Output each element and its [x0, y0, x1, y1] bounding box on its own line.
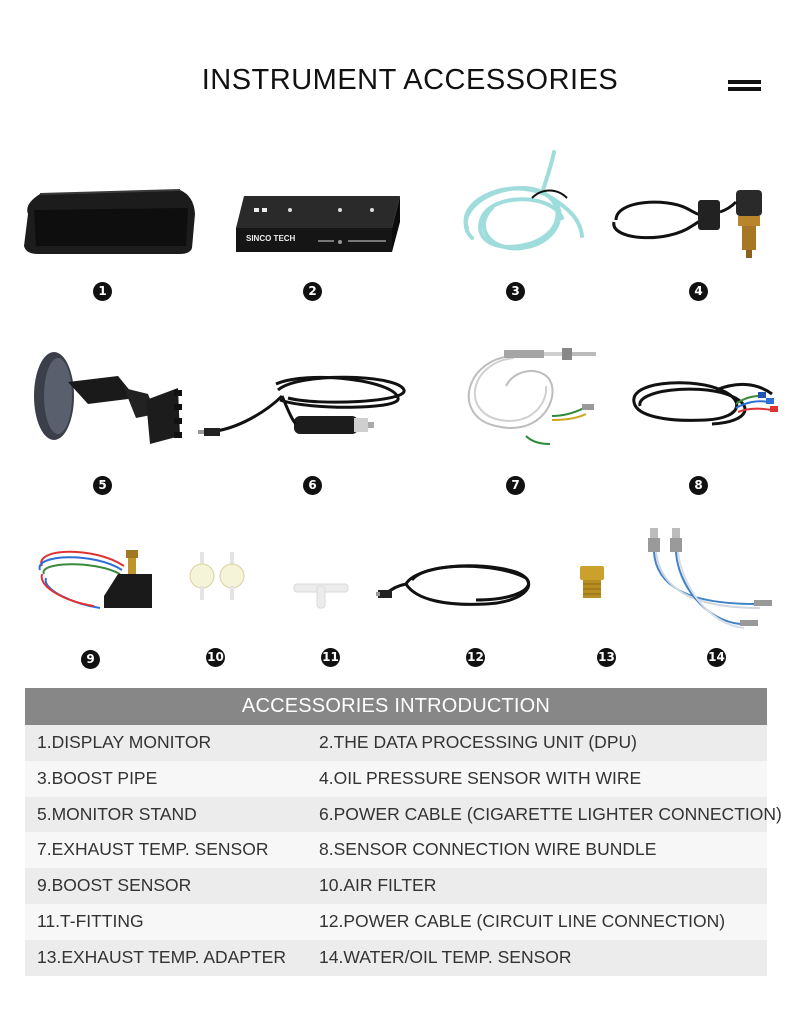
- item-number-badge: 9: [81, 650, 100, 669]
- item-water-oil-temp-sensor: [644, 524, 784, 632]
- item-number-badge: 11: [321, 648, 340, 667]
- item-number-badge: 5: [93, 476, 112, 495]
- boost-sensor-icon: [38, 550, 152, 609]
- monitor-stand-icon: [34, 352, 182, 444]
- item-air-filter: [184, 548, 254, 608]
- table-row: 7.EXHAUST TEMP. SENSOR 8.SENSOR CONNECTI…: [25, 832, 767, 869]
- display-monitor-icon: [24, 189, 195, 254]
- table-cell: 8.SENSOR CONNECTION WIRE BUNDLE: [319, 839, 657, 860]
- boost-pipe-icon: [463, 150, 584, 251]
- table-cell: 2.THE DATA PROCESSING UNIT (DPU): [319, 732, 637, 752]
- item-dpu: SINCO TECH: [232, 188, 404, 258]
- power-cable-cigarette-icon: [198, 375, 406, 436]
- item-number-badge: 6: [303, 476, 322, 495]
- table-cell: 1.DISPLAY MONITOR: [37, 732, 212, 752]
- hamburger-menu-icon[interactable]: [728, 80, 761, 94]
- t-fitting-icon: [293, 583, 349, 609]
- page-title: INSTRUMENT ACCESSORIES: [201, 64, 619, 96]
- item-oil-pressure-sensor: [606, 180, 786, 260]
- table-cell: 7.EXHAUST TEMP. SENSOR: [37, 839, 269, 860]
- table-cell: 11.T-FITTING: [37, 910, 144, 931]
- air-filter-icon: [189, 552, 245, 600]
- table-row: 9.BOOST SENSOR 10.AIR FILTER: [25, 868, 767, 904]
- table-cell: 9.BOOST SENSOR: [37, 875, 192, 896]
- table-row: 13.EXHAUST TEMP. ADAPTER 14.WATER/OIL TE…: [25, 939, 767, 976]
- item-number-badge: 7: [506, 476, 525, 495]
- table-cell: 10.AIR FILTER: [319, 875, 437, 896]
- table-cell: 4.OIL PRESSURE SENSOR WITH WIRE: [319, 767, 642, 788]
- water-oil-temp-sensor-icon: [648, 528, 772, 629]
- item-number-badge: 12: [466, 648, 485, 667]
- item-number-badge: 3: [506, 282, 525, 301]
- item-wire-bundle: [626, 372, 778, 432]
- item-number-badge: 13: [597, 648, 616, 667]
- item-exhaust-temp-adapter: [578, 564, 606, 602]
- item-boost-pipe: [452, 148, 592, 266]
- table-row: 1.DISPLAY MONITOR 2.THE DATA PROCESSING …: [25, 725, 767, 761]
- accessories-introduction-table: ACCESSORIES INTRODUCTION 1.DISPLAY MONIT…: [25, 688, 782, 976]
- exhaust-temp-sensor-icon: [467, 348, 596, 445]
- oil-pressure-sensor-icon: [612, 190, 762, 258]
- table-cell: 6.POWER CABLE (CIGARETTE LIGHTER CONNECT…: [319, 803, 782, 824]
- item-t-fitting: [292, 572, 352, 612]
- exhaust-temp-adapter-icon: [580, 566, 604, 598]
- item-number-badge: 1: [93, 282, 112, 301]
- item-number-badge: 8: [689, 476, 708, 495]
- item-boost-sensor: [34, 546, 166, 612]
- data-processing-unit-icon: [236, 196, 400, 252]
- item-number-badge: 14: [707, 648, 726, 667]
- intro-table-header: ACCESSORIES INTRODUCTION: [25, 688, 767, 725]
- item-power-cable-cigarette: [198, 370, 408, 450]
- item-number-badge: 10: [206, 648, 225, 667]
- item-exhaust-temp-sensor: [456, 346, 596, 456]
- table-cell: 14.WATER/OIL TEMP. SENSOR: [319, 946, 572, 967]
- table-cell: 5.MONITOR STAND: [37, 803, 197, 824]
- power-cable-circuit-icon: [376, 564, 531, 606]
- item-number-badge: 2: [303, 282, 322, 301]
- item-monitor-stand: [28, 348, 188, 458]
- table-row: 3.BOOST PIPE 4.OIL PRESSURE SENSOR WITH …: [25, 760, 767, 797]
- item-display-monitor: [20, 180, 200, 260]
- table-row: 11.T-FITTING 12.POWER CABLE (CIRCUIT LIN…: [25, 903, 767, 940]
- dpu-brand-label: SINCO TECH: [246, 234, 296, 243]
- item-number-badge: 4: [689, 282, 708, 301]
- table-cell: 12.POWER CABLE (CIRCUIT LINE CONNECTION): [319, 910, 726, 931]
- table-cell: 13.EXHAUST TEMP. ADAPTER: [37, 946, 286, 967]
- item-power-cable-circuit: [376, 556, 542, 610]
- table-row: 5.MONITOR STAND 6.POWER CABLE (CIGARETTE…: [25, 796, 782, 833]
- table-cell: 3.BOOST PIPE: [37, 767, 158, 788]
- wire-bundle-icon: [632, 381, 778, 426]
